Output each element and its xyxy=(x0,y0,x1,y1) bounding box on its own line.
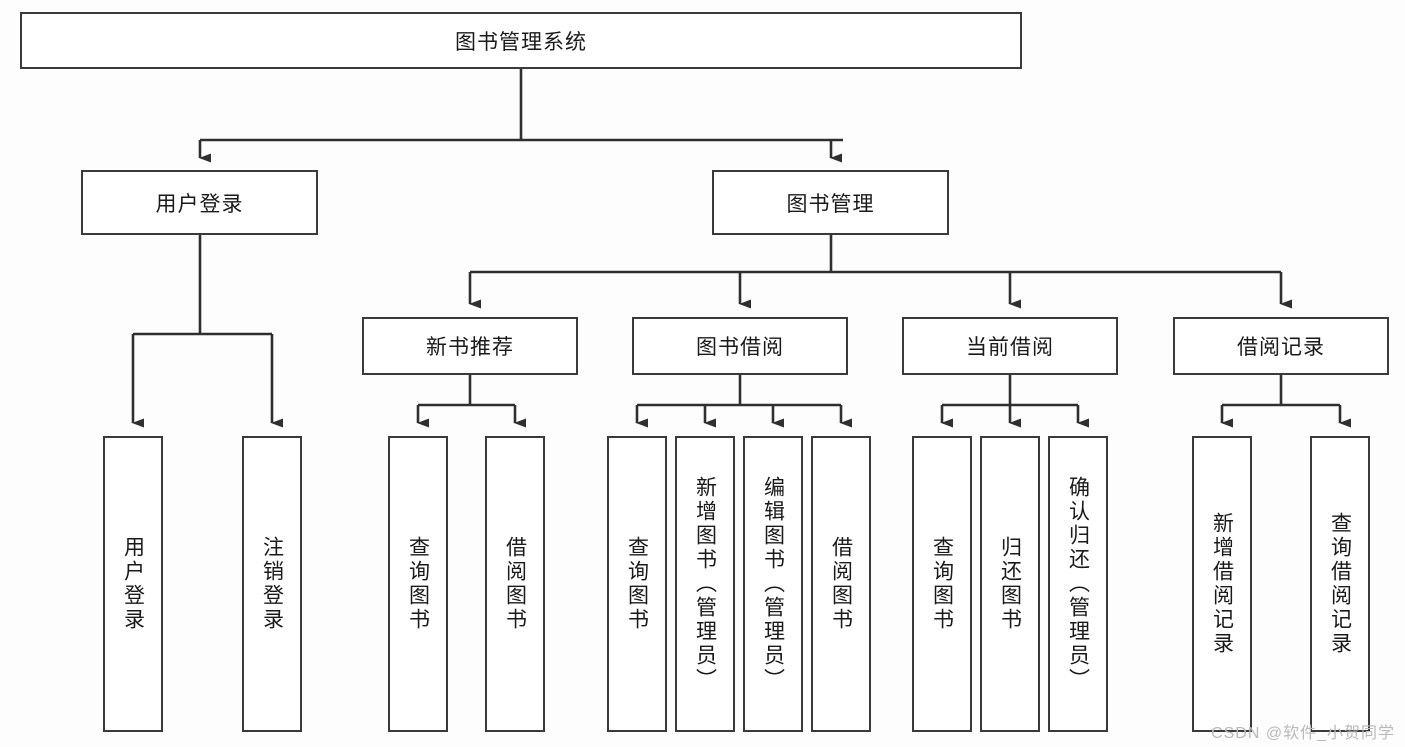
node-book-manage-label: 图书管理 xyxy=(786,192,875,216)
node-book-manage[interactable]: 图书管理 xyxy=(712,170,949,235)
node-leaf-query-book-2-label: 查询图书 xyxy=(625,536,649,632)
node-new-book-rec[interactable]: 新书推荐 xyxy=(362,317,578,375)
node-leaf-user-login[interactable]: 用户登录 xyxy=(103,436,163,732)
node-leaf-query-book-1-label: 查询图书 xyxy=(406,536,430,632)
node-leaf-confirm-return[interactable]: 确认归还（管理员） xyxy=(1048,436,1108,732)
node-leaf-query-record[interactable]: 查询借阅记录 xyxy=(1310,436,1370,732)
node-leaf-return-book-label: 归还图书 xyxy=(998,536,1022,632)
node-current-borrow-label: 当前借阅 xyxy=(966,336,1054,359)
node-leaf-user-logout[interactable]: 注销登录 xyxy=(242,436,302,732)
node-leaf-return-book[interactable]: 归还图书 xyxy=(980,436,1040,732)
node-leaf-user-logout-label: 注销登录 xyxy=(260,536,284,632)
node-leaf-borrow-book-1-label: 借阅图书 xyxy=(503,536,527,632)
node-leaf-add-record[interactable]: 新增借阅记录 xyxy=(1192,436,1252,732)
node-leaf-add-book[interactable]: 新增图书（管理员） xyxy=(675,436,735,732)
node-leaf-confirm-return-label: 确认归还（管理员） xyxy=(1066,476,1090,692)
node-leaf-edit-book[interactable]: 编辑图书（管理员） xyxy=(743,436,803,732)
node-leaf-add-record-label: 新增借阅记录 xyxy=(1210,512,1234,656)
node-leaf-query-record-label: 查询借阅记录 xyxy=(1328,512,1352,656)
node-leaf-borrow-book-1[interactable]: 借阅图书 xyxy=(485,436,545,732)
node-borrow-record[interactable]: 借阅记录 xyxy=(1173,317,1389,375)
node-leaf-query-book-2[interactable]: 查询图书 xyxy=(607,436,667,732)
node-leaf-query-book-1[interactable]: 查询图书 xyxy=(388,436,448,732)
node-borrow-record-label: 借阅记录 xyxy=(1237,336,1325,359)
node-leaf-edit-book-label: 编辑图书（管理员） xyxy=(761,476,785,692)
node-leaf-query-book-3[interactable]: 查询图书 xyxy=(912,436,972,732)
node-leaf-user-login-label: 用户登录 xyxy=(121,536,145,632)
node-book-borrow[interactable]: 图书借阅 xyxy=(632,317,848,375)
node-book-borrow-label: 图书借阅 xyxy=(696,336,784,359)
node-new-book-rec-label: 新书推荐 xyxy=(426,336,514,359)
node-user-login-label: 用户登录 xyxy=(155,192,244,216)
node-root-label: 图书管理系统 xyxy=(455,30,587,54)
node-user-login[interactable]: 用户登录 xyxy=(81,170,318,235)
node-leaf-add-book-label: 新增图书（管理员） xyxy=(693,476,717,692)
node-leaf-borrow-book-2[interactable]: 借阅图书 xyxy=(811,436,871,732)
node-leaf-query-book-3-label: 查询图书 xyxy=(930,536,954,632)
node-current-borrow[interactable]: 当前借阅 xyxy=(902,317,1118,375)
node-root[interactable]: 图书管理系统 xyxy=(20,12,1022,69)
node-leaf-borrow-book-2-label: 借阅图书 xyxy=(829,536,853,632)
csdn-watermark: CSDN @软件_小贺同学 xyxy=(1211,725,1395,742)
